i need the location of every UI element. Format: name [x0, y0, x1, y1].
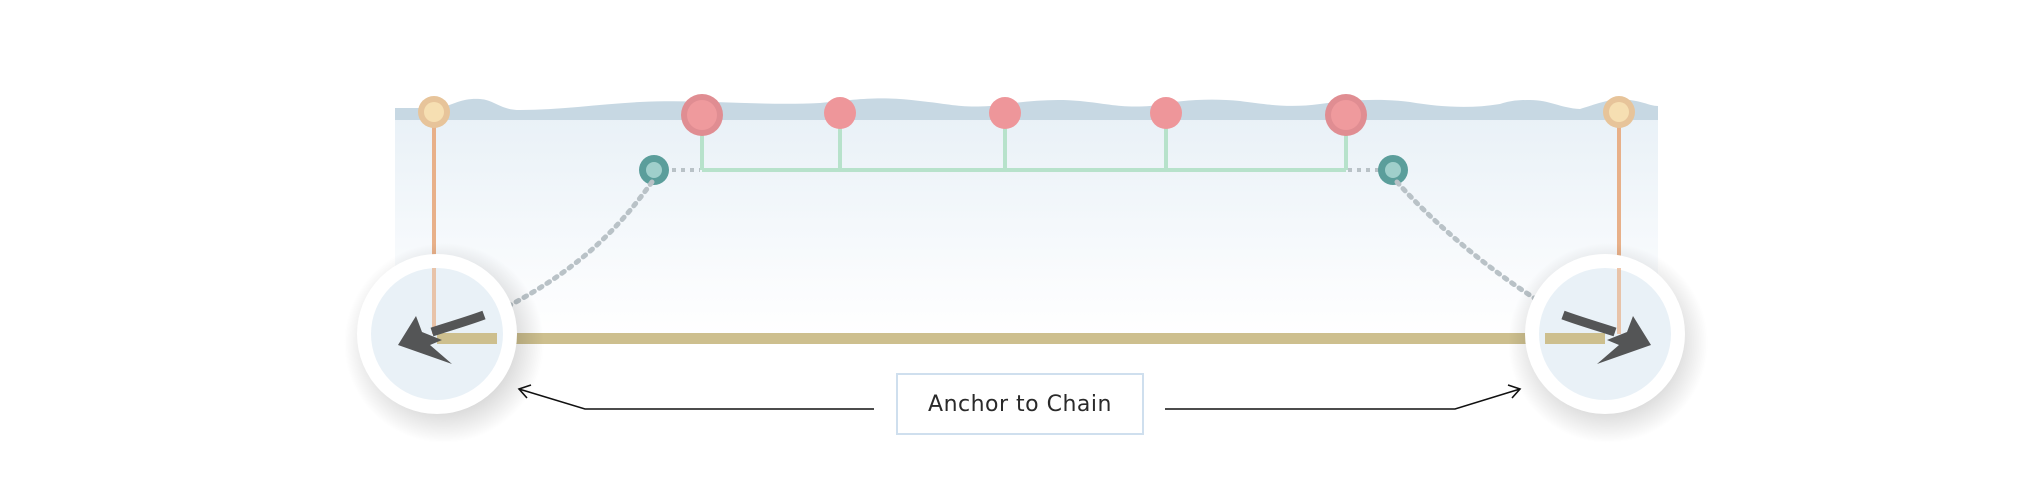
left-zoom-circle — [344, 243, 544, 443]
anchor-icon — [1561, 310, 1651, 364]
right-float-ball-inner — [1609, 102, 1629, 122]
right-teal-node — [1378, 155, 1408, 185]
water-body — [395, 118, 1658, 340]
left-teal-node — [639, 155, 669, 185]
left-callout-arrow — [517, 384, 874, 410]
buoy-5 — [1325, 94, 1367, 136]
anchor-icon — [398, 310, 486, 364]
right-zoom-circle — [1508, 243, 1708, 443]
right-callout-arrow — [1165, 384, 1522, 410]
chain — [435, 333, 1615, 344]
left-float-ball-inner — [424, 102, 444, 122]
buoy-1 — [681, 94, 723, 136]
water-surface — [395, 98, 1658, 120]
callout-label-text: Anchor to Chain — [928, 391, 1112, 417]
buoy-2 — [824, 97, 856, 129]
buoy-4 — [1150, 97, 1182, 129]
buoy-3 — [989, 97, 1021, 129]
callout-label: Anchor to Chain — [896, 373, 1144, 435]
